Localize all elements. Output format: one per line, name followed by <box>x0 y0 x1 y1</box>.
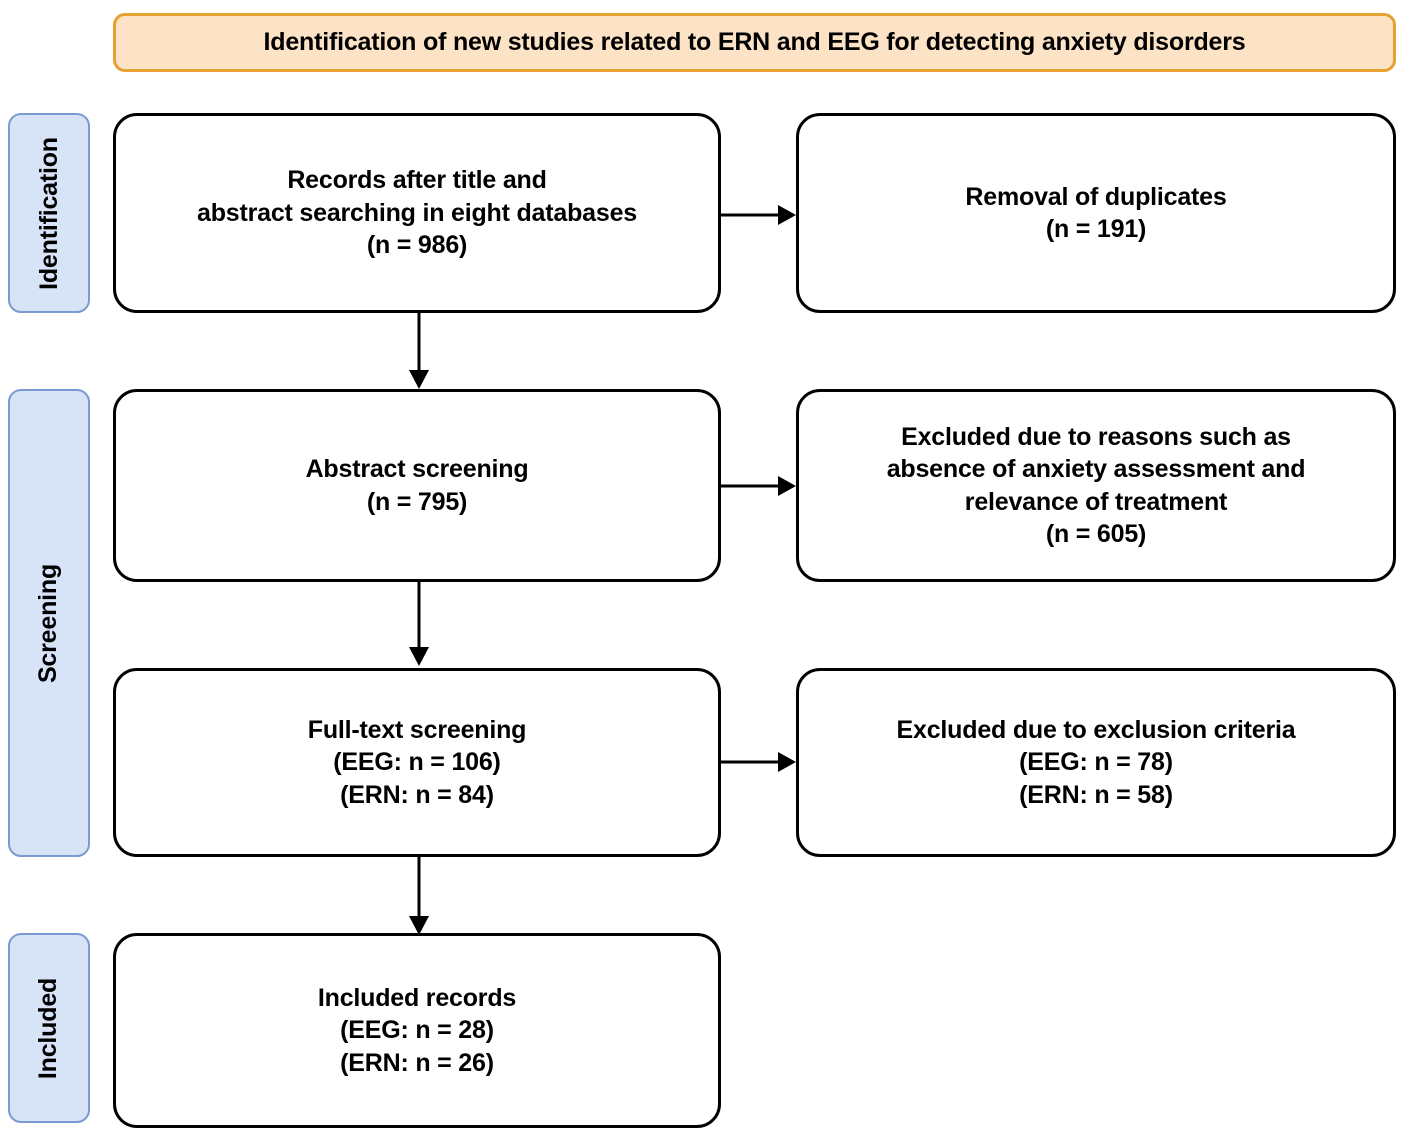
box-fulltext-screening-line-2: (EEG: n = 106) <box>333 748 501 777</box>
box-records-line-3: (n = 986) <box>366 231 468 260</box>
arrow-fulltext-to-excluded <box>721 745 801 779</box>
box-excluded-abstract-line-4: (n = 605) <box>1045 520 1147 548</box>
box-fulltext-screening: Full-text screening (EEG: n = 106) (ERN:… <box>113 668 721 857</box>
stage-label-screening-text: Screening <box>34 563 63 683</box>
box-included-records-line-2: (EEG: n = 28) <box>340 1016 494 1045</box>
box-excluded-fulltext-line-2: (EEG: n = 78) <box>1019 748 1173 777</box>
diagram-title-text: Identification of new studies related to… <box>263 27 1246 56</box>
box-included-records-line-3: (ERN: n = 26) <box>340 1048 494 1077</box>
stage-label-identification-text: Identification <box>34 136 63 290</box>
box-included-records: Included records (EEG: n = 28) (ERN: n =… <box>113 933 721 1128</box>
box-excluded-fulltext-line-3: (ERN: n = 58) <box>1019 780 1173 809</box>
arrow-fulltext-to-included <box>402 857 436 937</box>
box-abstract-screening-line-2: (n = 795) <box>366 487 468 516</box>
box-excluded-abstract-line-3: relevance of treatment <box>964 487 1228 516</box>
box-included-records-line-1: Included records <box>317 983 517 1012</box>
box-removal-of-duplicates: Removal of duplicates (n = 191) <box>796 113 1396 313</box>
box-abstract-screening: Abstract screening (n = 795) <box>113 389 721 582</box>
box-records-after-search: Records after title and abstract searchi… <box>113 113 721 313</box>
box-records-line-1: Records after title and <box>287 166 547 195</box>
box-abstract-screening-line-1: Abstract screening <box>305 455 529 483</box>
box-excluded-abstract-screening: Excluded due to reasons such as absence … <box>796 389 1396 582</box>
box-excluded-abstract-line-1: Excluded due to reasons such as <box>901 422 1291 451</box>
stage-label-identification: Identification <box>8 113 90 313</box>
arrow-abstract-screening-to-excluded <box>721 469 801 503</box>
box-duplicates-line-1: Removal of duplicates <box>965 182 1227 211</box>
stage-label-screening: Screening <box>8 389 90 857</box>
stage-label-included-text: Included <box>34 977 63 1079</box>
diagram-title-banner: Identification of new studies related to… <box>113 13 1396 72</box>
box-fulltext-screening-line-3: (ERN: n = 84) <box>340 780 494 809</box>
box-fulltext-screening-line-1: Full-text screening <box>307 715 527 744</box>
box-duplicates-line-2: (n = 191) <box>1045 215 1147 243</box>
box-excluded-fulltext-line-1: Excluded due to exclusion criteria <box>896 715 1296 744</box>
arrow-records-to-abstract-screening <box>402 313 436 391</box>
arrow-abstract-to-fulltext-screening <box>402 582 436 668</box>
box-excluded-fulltext: Excluded due to exclusion criteria (EEG:… <box>796 668 1396 857</box>
box-excluded-abstract-line-2: absence of anxiety assessment and <box>886 455 1306 483</box>
box-records-line-2: abstract searching in eight databases <box>197 198 637 227</box>
stage-label-included: Included <box>8 933 90 1123</box>
arrow-records-to-duplicates <box>721 198 801 232</box>
